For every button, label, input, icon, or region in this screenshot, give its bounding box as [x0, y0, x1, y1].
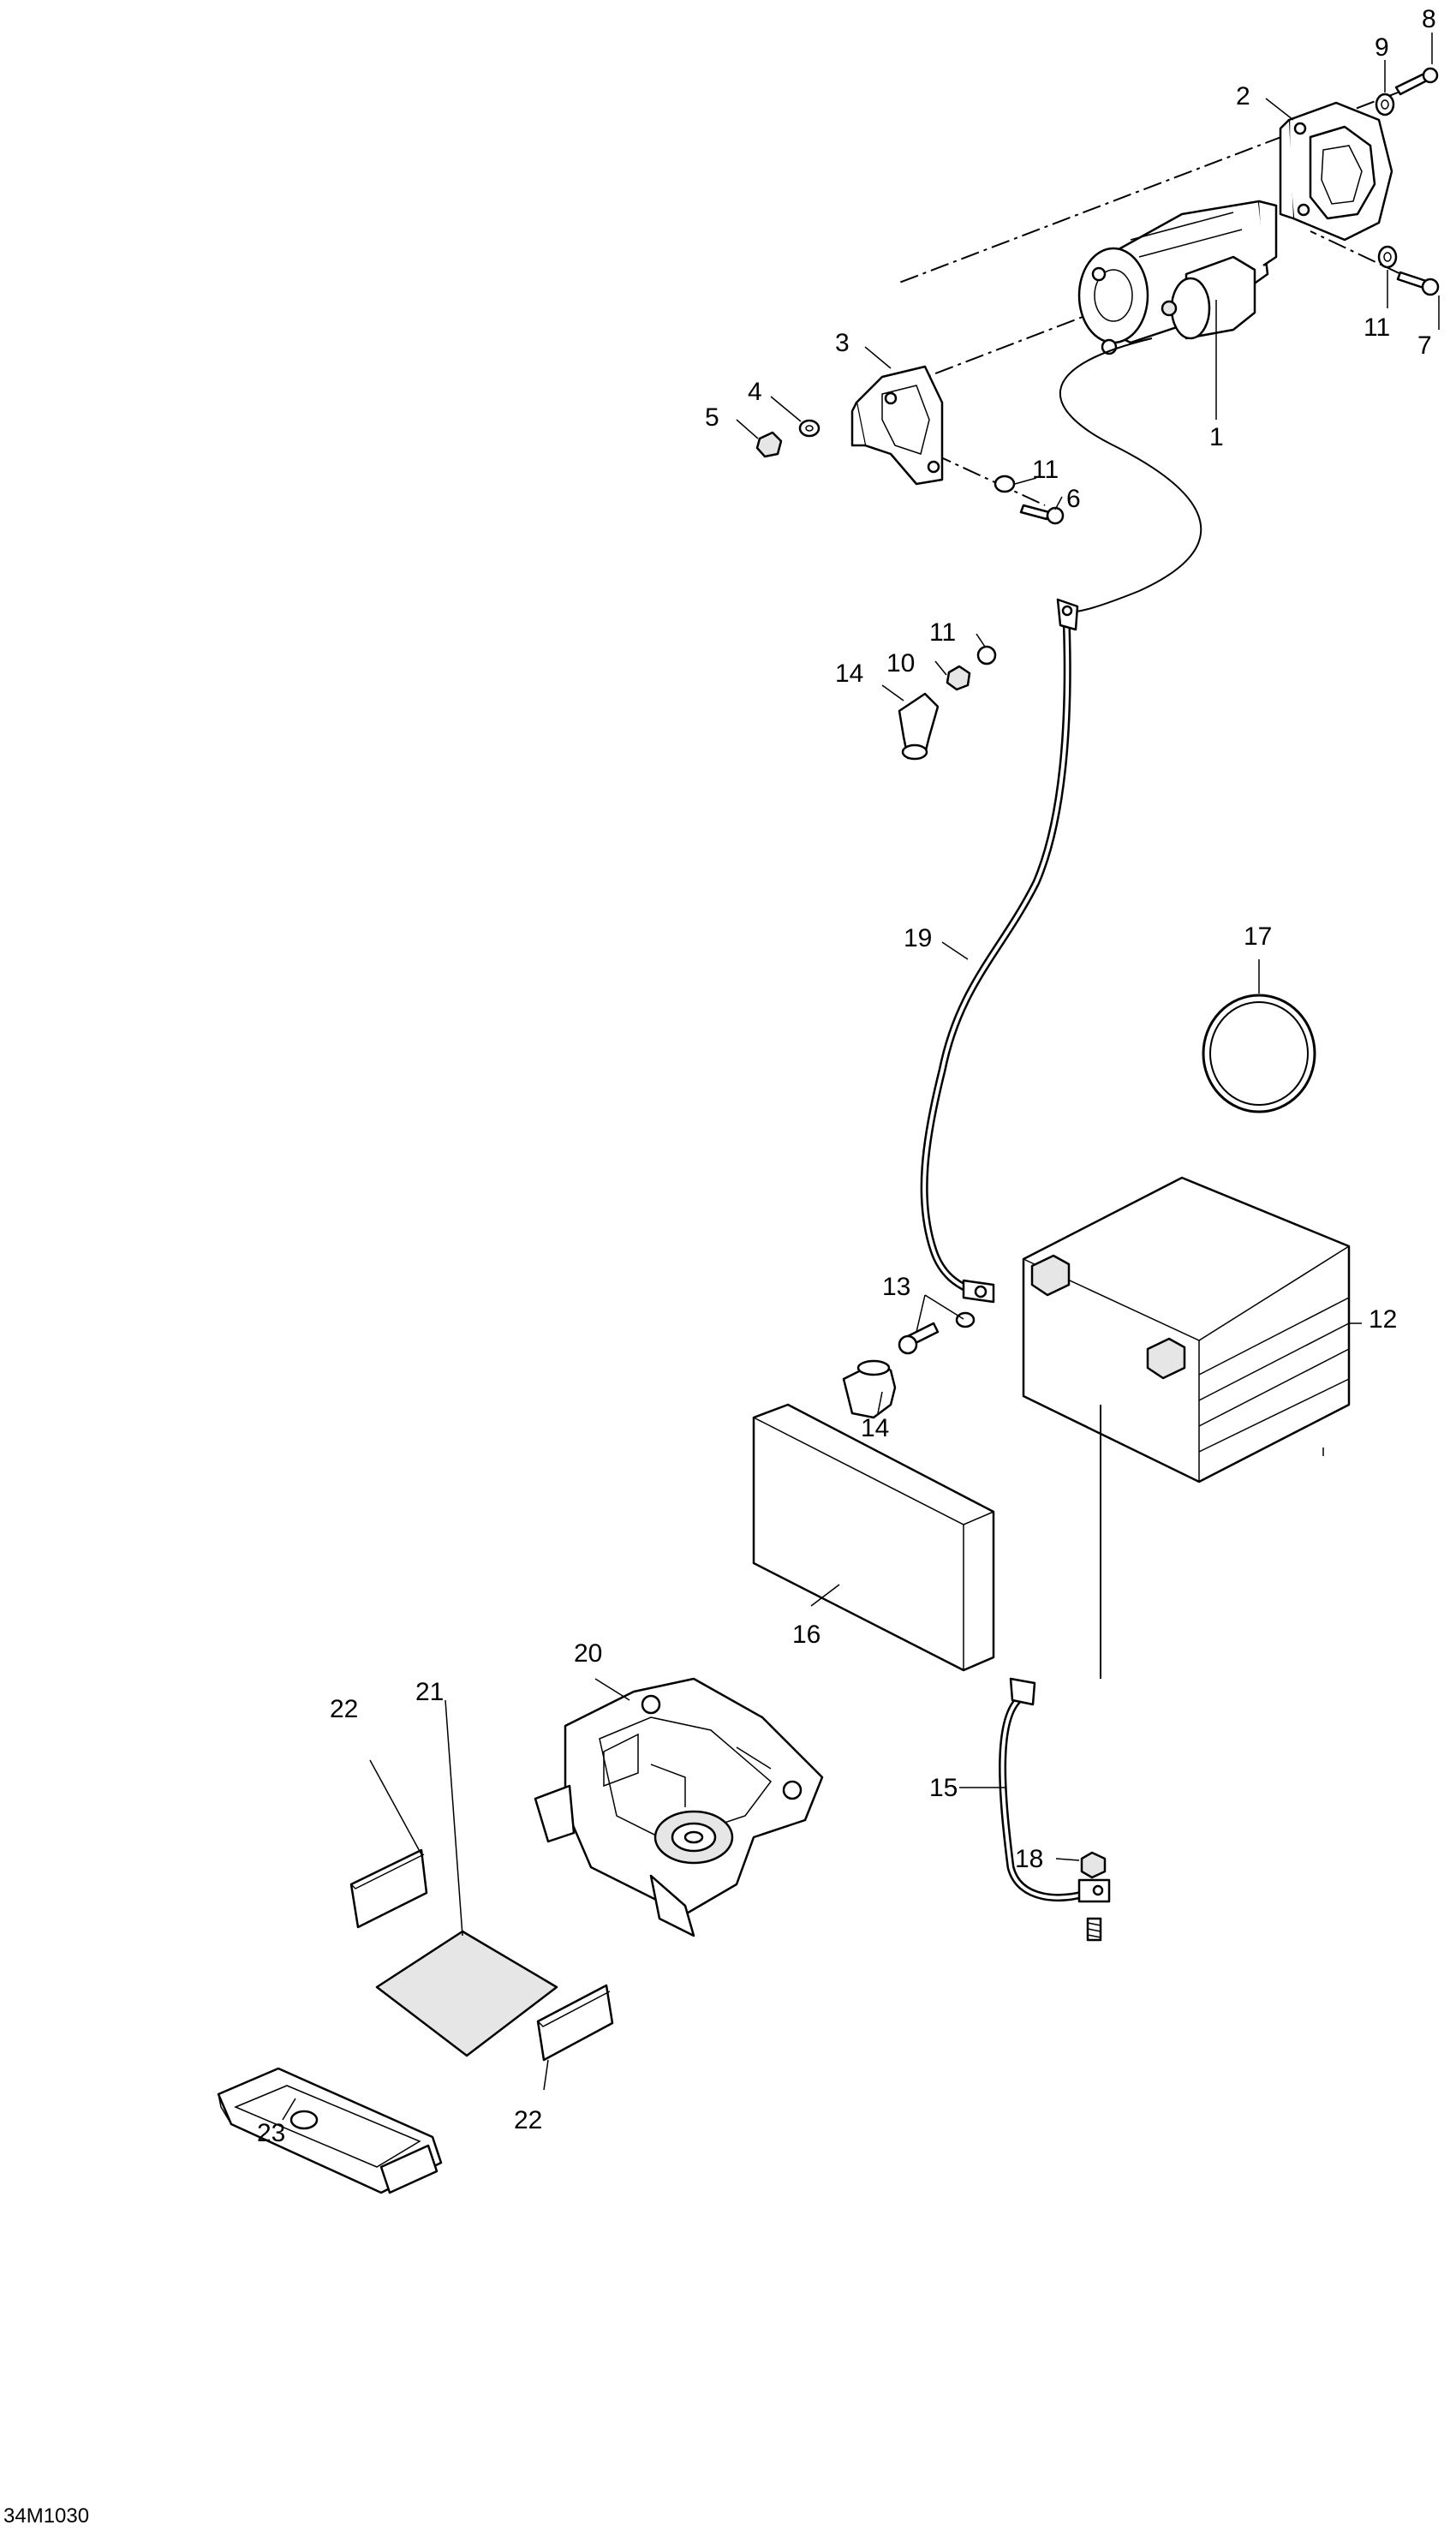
hardware — [755, 67, 1440, 691]
leader-lines — [282, 33, 1440, 2121]
callout-16: 16 — [792, 1621, 820, 1649]
terminal-boot-upper-icon — [898, 692, 940, 761]
callout-11-a: 11 — [1364, 313, 1390, 342]
callout-8: 8 — [1422, 5, 1436, 33]
callout-9: 9 — [1375, 33, 1389, 62]
callout-14-b: 14 — [861, 1414, 889, 1442]
screw-8-head-icon — [1422, 67, 1439, 84]
callout-19: 19 — [904, 924, 932, 952]
nut-18-icon — [1080, 1851, 1107, 1942]
callout-18: 18 — [1015, 1845, 1043, 1873]
callout-1: 1 — [1209, 423, 1224, 451]
callout-17: 17 — [1244, 922, 1272, 951]
washer-11-icon — [1377, 245, 1398, 269]
terminal-boot-lower-icon — [842, 1359, 897, 1419]
battery-tray-icon — [534, 1677, 824, 1937]
nut-10-icon — [946, 665, 971, 691]
callout-21: 21 — [415, 1678, 444, 1706]
pad-22-upper-icon — [349, 1848, 428, 1929]
washer-11c-icon — [976, 645, 997, 666]
rear-bracket-icon — [1279, 101, 1393, 242]
front-bracket-icon — [850, 365, 944, 486]
callout-5: 5 — [705, 403, 719, 432]
callout-13: 13 — [882, 1273, 910, 1301]
starter-motor-icon — [1077, 200, 1278, 355]
callout-4: 4 — [748, 378, 762, 406]
washer-9-icon — [1375, 93, 1395, 116]
callout-20: 20 — [574, 1639, 602, 1668]
callout-6: 6 — [1066, 485, 1081, 513]
pad-21-icon — [375, 1930, 558, 2057]
callout-2: 2 — [1236, 82, 1250, 110]
positive-cable-icon — [920, 337, 1202, 1304]
callout-12: 12 — [1369, 1305, 1397, 1334]
nut-5-icon — [755, 431, 783, 458]
callout-14-a: 14 — [835, 660, 863, 688]
battery-icon — [1022, 1176, 1351, 1483]
ground-cable-icon — [999, 1405, 1111, 1903]
callout-3: 3 — [835, 329, 850, 357]
callout-22-b: 22 — [514, 2106, 542, 2134]
battery-cover-icon — [217, 2067, 443, 2194]
callout-22-a: 22 — [330, 1695, 358, 1723]
callout-11-b: 11 — [1032, 456, 1059, 484]
pad-22-lower-icon — [536, 1984, 614, 2062]
callout-15: 15 — [929, 1774, 958, 1802]
callout-11-c: 11 — [929, 618, 956, 647]
washer-4-icon — [798, 419, 820, 438]
callout-23: 23 — [257, 2119, 285, 2147]
callout-7: 7 — [1417, 331, 1432, 360]
washer-11b-icon — [994, 475, 1016, 493]
bolt-6-icon — [1019, 504, 1051, 521]
drawing-code: 34M1030 — [3, 2504, 89, 2528]
callouts: 8 9 2 3 4 5 1 11 7 11 6 11 10 14 19 17 1… — [3, 5, 1436, 2528]
terminal-bolt-13-icon — [898, 1294, 976, 1355]
o-ring-icon — [1202, 994, 1316, 1113]
foam-pad-icon — [752, 1403, 995, 1672]
callout-10: 10 — [886, 649, 915, 678]
